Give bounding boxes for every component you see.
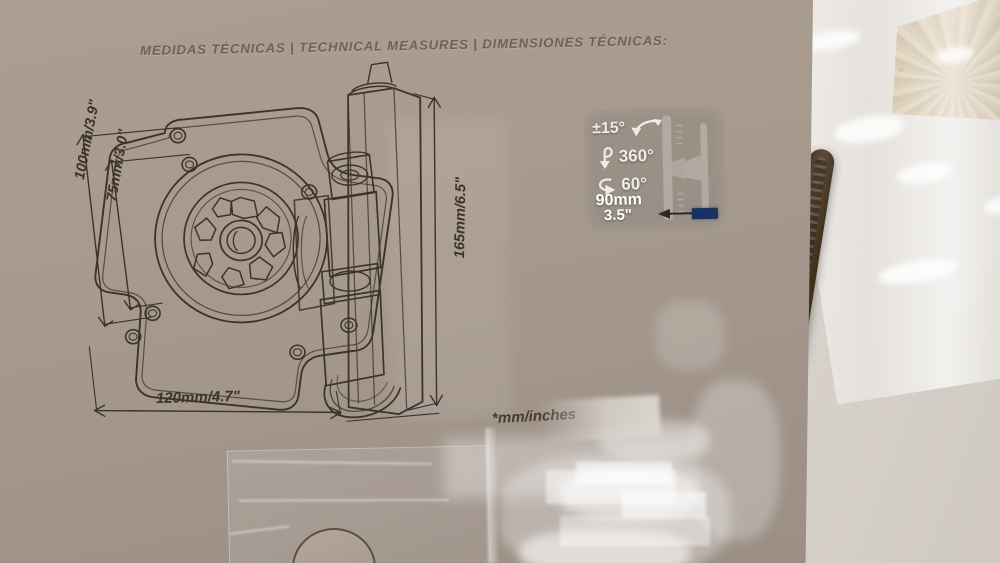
badge-product-silhouette: [661, 115, 709, 220]
glare-reflection: [560, 516, 710, 546]
glare-reflection: [690, 380, 780, 540]
glare-reflection: [655, 300, 725, 370]
tilt-arrow-icon: [631, 119, 662, 137]
vesa-plate-outline: [94, 107, 394, 411]
badge-row-swivel: 60°: [593, 169, 690, 199]
vesa-hub: [154, 153, 328, 324]
badge-depth-label: 90mm 3.5": [595, 191, 642, 225]
badge-tilt-value: ±15°: [591, 119, 626, 138]
dimension-165mm: [408, 93, 444, 411]
spec-badge: ±15° 360° 60°: [583, 106, 727, 232]
dimension-75mm: [104, 153, 190, 311]
badge-spec-rows: ±15° 360° 60°: [592, 113, 690, 199]
badge-rotate-value: 360°: [618, 146, 655, 166]
dimension-label-165mm: 165mm/6.5": [452, 176, 470, 259]
glare-reflection: [500, 455, 730, 563]
badge-depth-inches: 3.5": [603, 206, 633, 225]
badge-row-tilt: ±15°: [592, 113, 689, 143]
glare-reflection: [622, 492, 706, 518]
dimension-120mm: [88, 346, 440, 422]
swivel-arrow-icon: [599, 178, 616, 196]
status-badge: [691, 207, 719, 220]
vesa-mount-holes: [124, 127, 318, 361]
dimension-100mm: [76, 127, 180, 327]
rotate-arrow-icon: [599, 147, 613, 170]
badge-row-rotate: 360°: [592, 141, 689, 171]
glare-reflection: [520, 530, 690, 563]
dimension-label-120mm: 120mm/4.7": [155, 387, 241, 408]
glare-reflection: [546, 470, 676, 504]
glare-reflection: [576, 462, 672, 484]
glare-overlay: [538, 394, 662, 444]
mount-arm-assembly: [292, 61, 424, 419]
